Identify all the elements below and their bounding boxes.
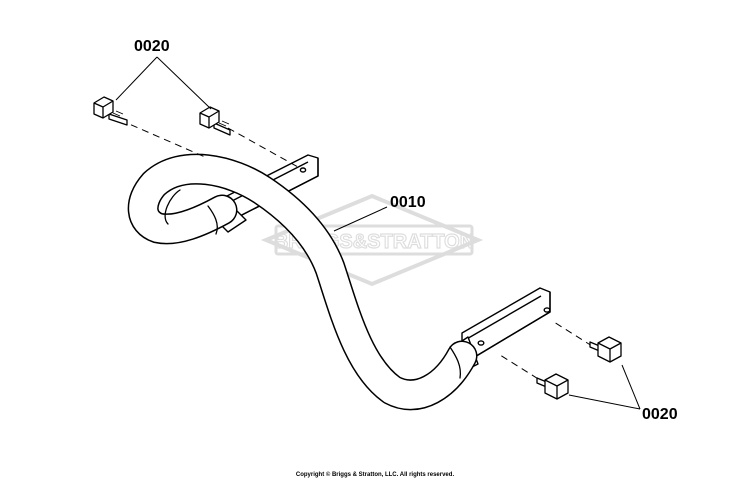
bolt-0020-b <box>199 106 231 136</box>
assembly-lines <box>119 119 593 386</box>
leader-lines <box>115 56 641 410</box>
copyright-notice: Copyright © Briggs & Stratton, LLC. All … <box>295 472 455 478</box>
bolt-0020-c <box>589 336 622 363</box>
bolt-0020-d <box>536 373 569 400</box>
handle-bar <box>127 153 478 411</box>
callout-0010-handle: 0010 <box>390 194 426 211</box>
callout-0020-bottom: 0020 <box>642 406 678 423</box>
callout-0020-top: 0020 <box>134 38 170 55</box>
bolt-0020-a <box>93 96 128 126</box>
